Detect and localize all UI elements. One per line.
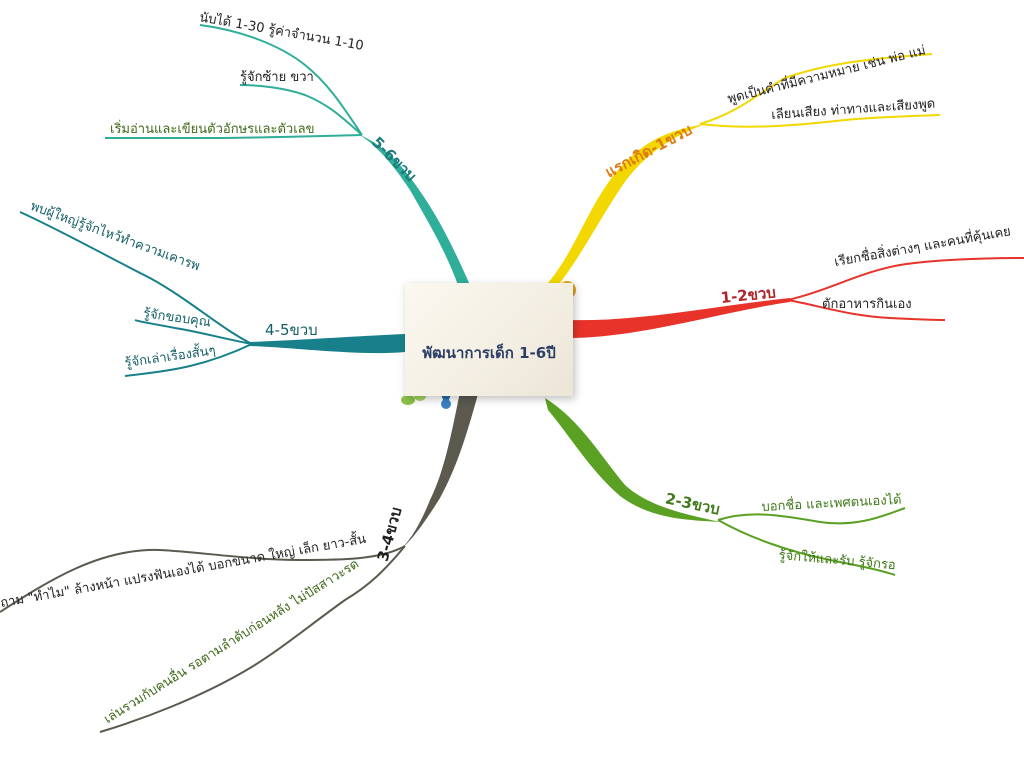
central-topic-note[interactable]: พัฒนาการเด็ก 1-6ปี (405, 283, 573, 396)
branch-yellow-twig-1 (699, 53, 933, 125)
branch-teal-twig-1 (19, 211, 253, 345)
branch-seagreen-twig-3 (105, 134, 363, 140)
branch-red-twig-2 (787, 299, 946, 321)
branch-seagreen-trunk (360, 135, 470, 285)
branch-yellow-trunk (548, 124, 705, 288)
branch-green-twig-2 (717, 519, 896, 576)
branch-yellow-twig-2 (699, 114, 941, 128)
branch-teal-twig-3 (124, 343, 253, 377)
branch-dark-twig-2 (99, 545, 406, 733)
branch-teal-trunk (250, 334, 405, 354)
branch-green-twig-1 (717, 507, 906, 525)
branch-green-trunk (545, 398, 720, 522)
topic-left-right[interactable]: รู้จักซ้าย ขวา (240, 70, 314, 85)
branch-red-trunk (568, 298, 790, 338)
topic-self-feeding[interactable]: ตักอาหารกินเอง (822, 297, 912, 312)
branch-dark-twig-1 (0, 545, 406, 613)
branch-seagreen-twig-2 (239, 84, 363, 136)
branch-label-4-5[interactable]: 4-5ขวบ (265, 321, 318, 339)
topic-read-write[interactable]: เริ่มอ่านและเขียนตัวอักษรและตัวเลข (110, 122, 315, 137)
branch-teal-twig-2 (134, 319, 253, 345)
branch-dark-trunk (402, 392, 478, 548)
central-topic-title: พัฒนาการเด็ก 1-6ปี (422, 344, 556, 362)
branch-seagreen-twig-1 (199, 24, 363, 136)
branch-red-twig-1 (787, 257, 1024, 301)
